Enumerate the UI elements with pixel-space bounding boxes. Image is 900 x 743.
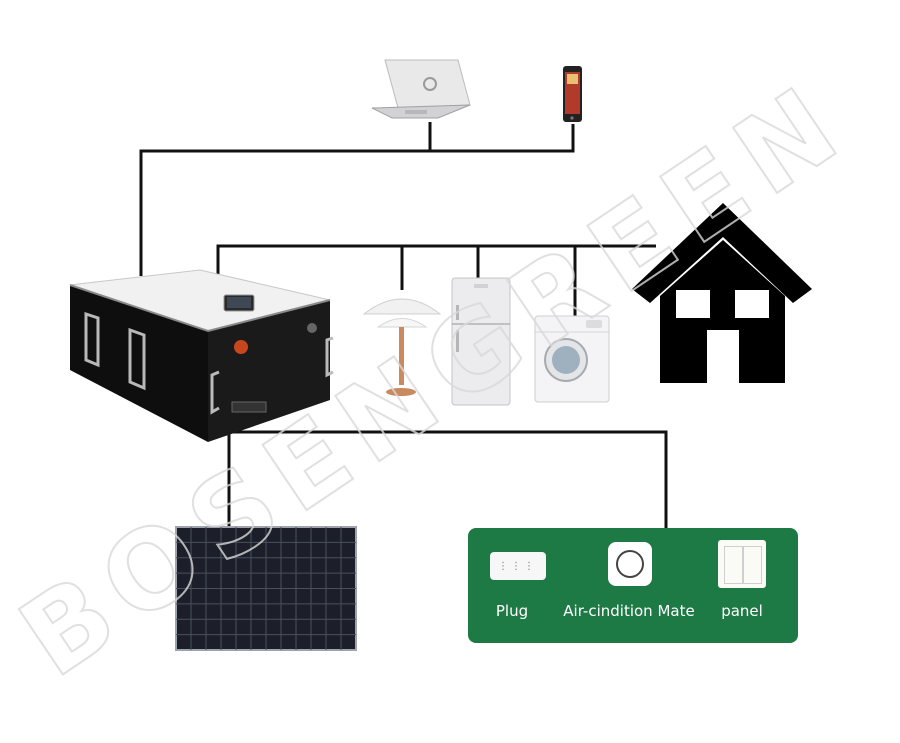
laptop-icon (371, 59, 471, 119)
line-to-outlets (229, 430, 668, 528)
power-strip-sockets: ⋮⋮⋮ (498, 561, 537, 572)
washing-machine-icon (534, 315, 610, 403)
connection-lines (139, 122, 668, 528)
lamp-icon (362, 298, 442, 396)
wall-socket-icon (608, 542, 652, 586)
outlet-label-plug: Plug (495, 602, 529, 620)
battery-pack-icon (69, 269, 334, 442)
power-strip-icon (490, 552, 546, 580)
solar-panel-icon (175, 526, 357, 651)
light-switch-icon (718, 540, 766, 588)
line-battery-to-house (216, 244, 656, 276)
outlet-label-air-condition: Air-cindition Mate (563, 602, 695, 620)
smartphone-icon (563, 66, 582, 122)
outlet-label-panel: panel (721, 602, 763, 620)
refrigerator-icon (451, 277, 511, 406)
house-icon (632, 203, 812, 383)
outlets-panel: ⋮⋮⋮ Plug Air-cindition Mate panel (468, 528, 798, 643)
line-battery-to-devices (139, 124, 575, 276)
